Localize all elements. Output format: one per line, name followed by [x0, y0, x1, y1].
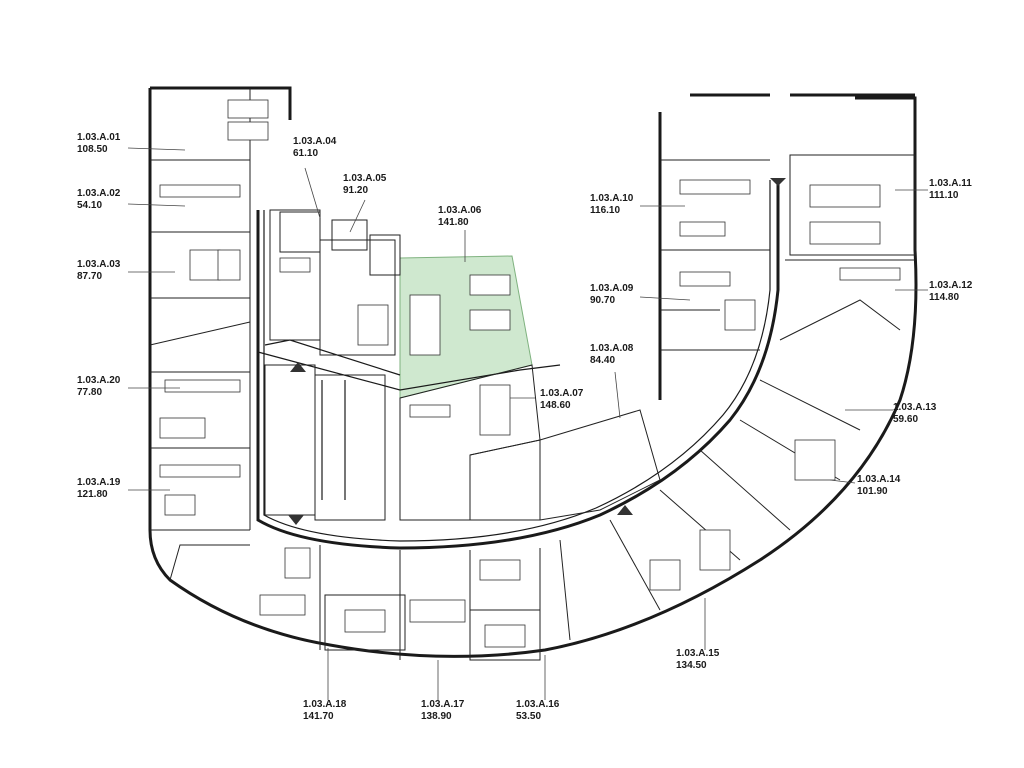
unit-label-12-area: 114.80	[929, 292, 959, 303]
workstations	[159, 99, 901, 648]
unit-label-16-area: 53.50	[516, 711, 541, 722]
leader-lines	[127, 147, 928, 700]
unit-label-20-area: 77.80	[77, 387, 102, 398]
unit-label-07-id: 1.03.A.07	[540, 388, 584, 399]
unit-label-11-id: 1.03.A.11	[929, 178, 972, 189]
unit-label-08-area: 84.40	[590, 355, 615, 366]
unit-label-16-id: 1.03.A.16	[516, 699, 560, 710]
unit-label-10-area: 116.10	[590, 205, 620, 216]
unit-label-02-id: 1.03.A.02	[77, 188, 121, 199]
unit-label-14-id: 1.03.A.14	[857, 474, 901, 485]
unit-labels: 1.03.A.01 108.50 1.03.A.02 54.10 1.03.A.…	[77, 132, 973, 722]
unit-label-03-area: 87.70	[77, 271, 102, 282]
unit-label-01-area: 108.50	[77, 144, 108, 155]
unit-label-15-id: 1.03.A.15	[676, 648, 720, 659]
partitions	[149, 88, 916, 661]
unit-label-05-area: 91.20	[343, 185, 368, 196]
unit-label-11-area: 111.10	[929, 190, 959, 201]
unit-label-17-id: 1.03.A.17	[421, 699, 465, 710]
unit-label-18-area: 141.70	[303, 711, 334, 722]
unit-label-19-area: 121.80	[77, 489, 108, 500]
unit-label-10-id: 1.03.A.10	[590, 193, 634, 204]
unit-label-04-id: 1.03.A.04	[293, 136, 337, 147]
unit-label-13-id: 1.03.A.13	[893, 402, 937, 413]
unit-label-20-id: 1.03.A.20	[77, 375, 121, 386]
unit-label-18-id: 1.03.A.18	[303, 699, 347, 710]
unit-label-06-id: 1.03.A.06	[438, 205, 482, 216]
unit-label-04-area: 61.10	[293, 148, 318, 159]
building-outline	[148, 86, 918, 658]
unit-label-17-area: 138.90	[421, 711, 452, 722]
unit-label-13-area: 59.60	[893, 414, 918, 425]
unit-label-07-area: 148.60	[540, 400, 571, 411]
unit-label-06-area: 141.80	[438, 217, 469, 228]
unit-label-09-id: 1.03.A.09	[590, 283, 634, 294]
unit-label-03-id: 1.03.A.03	[77, 259, 121, 270]
unit-label-01-id: 1.03.A.01	[77, 132, 121, 143]
unit-label-15-area: 134.50	[676, 660, 707, 671]
unit-label-14-area: 101.90	[857, 486, 888, 497]
unit-label-19-id: 1.03.A.19	[77, 477, 121, 488]
corridor-markers	[288, 178, 786, 525]
unit-label-05-id: 1.03.A.05	[343, 173, 387, 184]
unit-label-12-id: 1.03.A.12	[929, 280, 973, 291]
unit-label-09-area: 90.70	[590, 295, 615, 306]
unit-label-08-id: 1.03.A.08	[590, 343, 634, 354]
unit-label-02-area: 54.10	[77, 200, 102, 211]
